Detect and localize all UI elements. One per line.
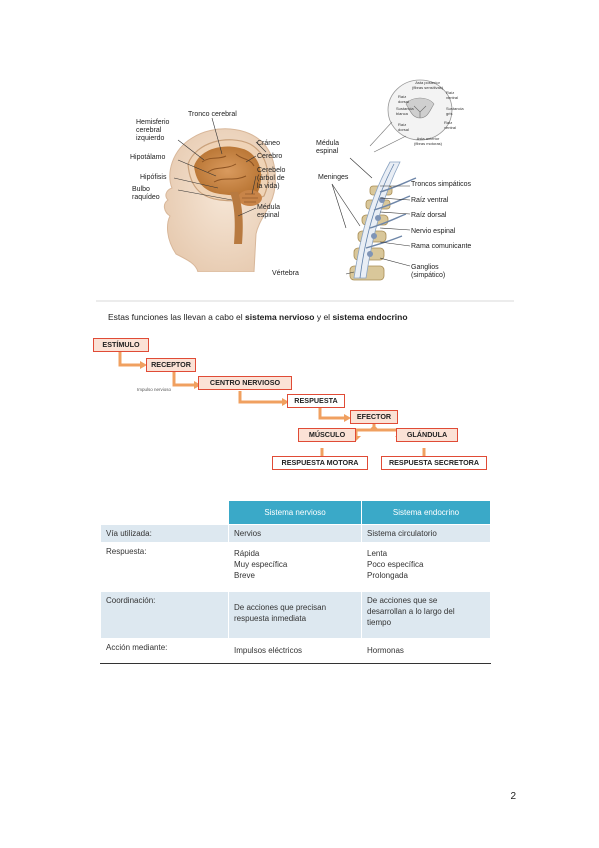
- cell-nervioso: Impulsos eléctricos: [228, 638, 362, 664]
- inset-raiz-dorsal: Raíz dorsal: [398, 94, 409, 104]
- label-nervio-espinal: Nervio espinal: [411, 228, 456, 235]
- flow-efector: EFECTOR: [350, 410, 398, 424]
- label-raiz-dorsal: Raíz dorsal: [411, 212, 447, 219]
- inset-raiz-ventral: Raíz ventral: [446, 90, 459, 100]
- label-medula-spine: Médula espinal: [316, 140, 339, 155]
- table-header-row: Sistema nervioso Sistema endocrino: [100, 500, 491, 525]
- cell-endocrino: De acciones que se desarrollan a lo larg…: [361, 591, 491, 639]
- label-medula-brain: Médula espinal: [257, 204, 280, 219]
- flow-respuesta: RESPUESTA: [287, 394, 345, 408]
- label-hipofisis: Hipófisis: [140, 174, 167, 181]
- row-label: Coordinación:: [100, 591, 229, 639]
- table-header-endocrino: Sistema endocrino: [361, 500, 491, 525]
- brain-illustration: [163, 117, 276, 272]
- intro-prefix: Estas funciones las llevan a cabo el: [108, 312, 246, 322]
- flow-respuesta-secretora: RESPUESTA SECRETORA: [381, 456, 487, 470]
- inset-sustancia-blanca: Sustancia blanca: [396, 106, 414, 116]
- spinal-cord-illustration: [331, 79, 453, 281]
- cell-endocrino: Lenta Poco específica Prolongada: [361, 542, 491, 592]
- flow-glandula: GLÁNDULA: [396, 428, 458, 442]
- cell-endocrino: Hormonas: [361, 638, 491, 664]
- row-label: Respuesta:: [100, 542, 229, 592]
- cell-nervioso: De acciones que precisan respuesta inmed…: [228, 591, 362, 639]
- flow-note-impulso: Impulso nervioso: [137, 387, 172, 392]
- flowchart: ESTÍMULO RECEPTOR Impulso nervioso CENTR…: [0, 330, 599, 480]
- inset-sustancia-gris: Sustancia gris: [446, 106, 464, 116]
- cell-nervioso: Rápida Muy específica Breve: [228, 542, 362, 592]
- label-rama-comunicante: Rama comunicante: [411, 243, 472, 250]
- label-craneo: Cráneo: [257, 140, 280, 147]
- row-label: Acción mediante:: [100, 638, 229, 664]
- inset-raiz-dorsal-2: Raíz dorsal: [398, 122, 409, 132]
- label-raiz-ventral: Raíz ventral: [411, 197, 449, 204]
- section-divider: [96, 300, 514, 302]
- page-number: 2: [510, 791, 516, 802]
- intro-middle: y el: [314, 312, 333, 322]
- label-troncos-simpaticos: Troncos simpáticos: [411, 181, 472, 188]
- inset-raiz-ventral-2: Raíz ventral: [444, 120, 457, 130]
- intro-term-endocrino: sistema endocrino: [332, 312, 408, 322]
- flow-receptor: RECEPTOR: [146, 358, 196, 372]
- inset-asta-posterior: Asta posterior (fibras sensitivas): [412, 80, 444, 90]
- flow-respuesta-motora: RESPUESTA MOTORA: [272, 456, 368, 470]
- cell-endocrino: Sistema circulatorio: [361, 524, 491, 543]
- table-row: Coordinación: De acciones que precisan r…: [100, 591, 491, 639]
- table-row: Vía utilizada: Nervios Sistema circulato…: [100, 524, 491, 543]
- cell-nervioso: Nervios: [228, 524, 362, 543]
- intro-sentence: Estas funciones las llevan a cabo el sis…: [108, 312, 408, 322]
- label-meninges: Meninges: [318, 174, 349, 181]
- table-row: Respuesta: Rápida Muy específica Breve L…: [100, 542, 491, 592]
- inset-asta-anterior: Asta anterior (fibras motoras): [414, 136, 443, 146]
- label-cerebelo: Cerebelo (árbol de la vida): [257, 167, 286, 190]
- label-hipotalamo: Hipotálamo: [130, 154, 166, 161]
- table-row: Acción mediante: Impulsos eléctricos Hor…: [100, 638, 491, 664]
- table-header-nervioso: Sistema nervioso: [228, 500, 362, 525]
- intro-term-nervioso: sistema nervioso: [245, 312, 315, 322]
- label-tronco-cerebral: Tronco cerebral: [188, 111, 237, 118]
- label-hemisferio: Hemisferio cerebral izquierdo: [136, 119, 170, 142]
- flow-centro-nervioso: CENTRO NERVIOSO: [198, 376, 292, 390]
- comparison-table: Sistema nervioso Sistema endocrino Vía u…: [100, 500, 491, 664]
- flow-musculo: MÚSCULO: [298, 428, 356, 442]
- table-header-empty: [100, 500, 229, 525]
- label-bulbo: Bulbo raquídeo: [132, 186, 160, 201]
- flow-estimulo: ESTÍMULO: [93, 338, 149, 352]
- row-label: Vía utilizada:: [100, 524, 229, 543]
- label-vertebra: Vértebra: [272, 270, 299, 277]
- label-ganglios: Ganglios (simpático): [411, 264, 446, 279]
- label-cerebro: Cerebro: [257, 153, 283, 160]
- anatomy-figure: Tronco cerebral Hemisferio cerebral izqu…: [0, 0, 599, 300]
